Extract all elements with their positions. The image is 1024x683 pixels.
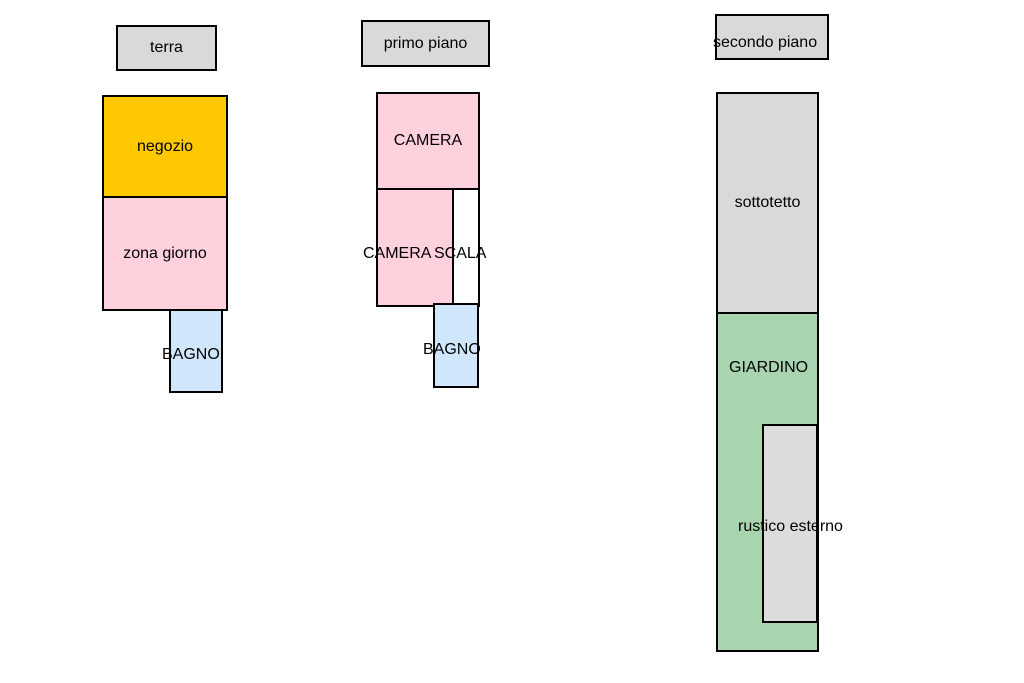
room-sottotetto-label: sottotetto: [734, 194, 801, 211]
floor-title-second-label: secondo piano: [713, 34, 818, 51]
room-camera-2: [376, 188, 454, 307]
floor-title-first-label: primo piano: [383, 34, 468, 52]
room-scala-label: SCALA: [434, 245, 487, 262]
room-zona-giorno: zona giorno: [102, 196, 228, 311]
floor-title-ground-label: terra: [150, 39, 183, 56]
room-rustico-esterno: [762, 424, 818, 623]
room-bagno-ground-label: BAGNO: [162, 346, 220, 363]
room-rustico-esterno-label: rustico esterno: [738, 518, 843, 535]
room-negozio-label: negozio: [136, 137, 194, 155]
room-camera-1: CAMERA: [376, 92, 480, 190]
floor-title-second: [715, 14, 829, 60]
floor-title-first: primo piano: [361, 20, 490, 67]
floor-title-ground: terra: [116, 25, 217, 71]
room-bagno-ground: [169, 309, 223, 393]
room-bagno-first-label: BAGNO: [423, 341, 481, 358]
room-camera-1-label: CAMERA: [393, 132, 463, 149]
room-sottotetto: sottotetto: [716, 92, 819, 314]
room-bagno-first: [433, 303, 479, 388]
room-negozio: negozio: [102, 95, 228, 198]
room-camera-2-label: CAMERA: [363, 245, 432, 262]
room-zona-giorno-label: zona giorno: [123, 244, 207, 262]
room-giardino-label: GIARDINO: [729, 359, 809, 376]
